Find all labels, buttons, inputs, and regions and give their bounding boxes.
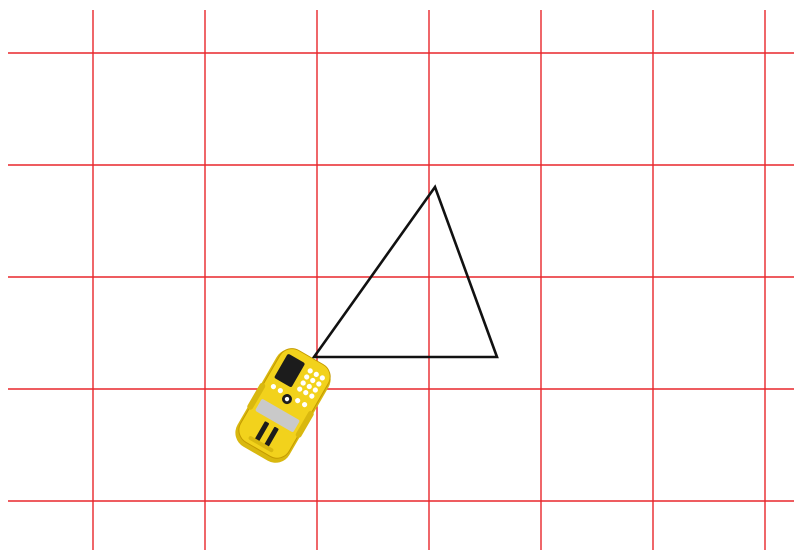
robot-path-triangle <box>314 187 497 357</box>
grid-lines <box>8 10 794 550</box>
programmable-floor-robot-icon <box>229 342 338 469</box>
